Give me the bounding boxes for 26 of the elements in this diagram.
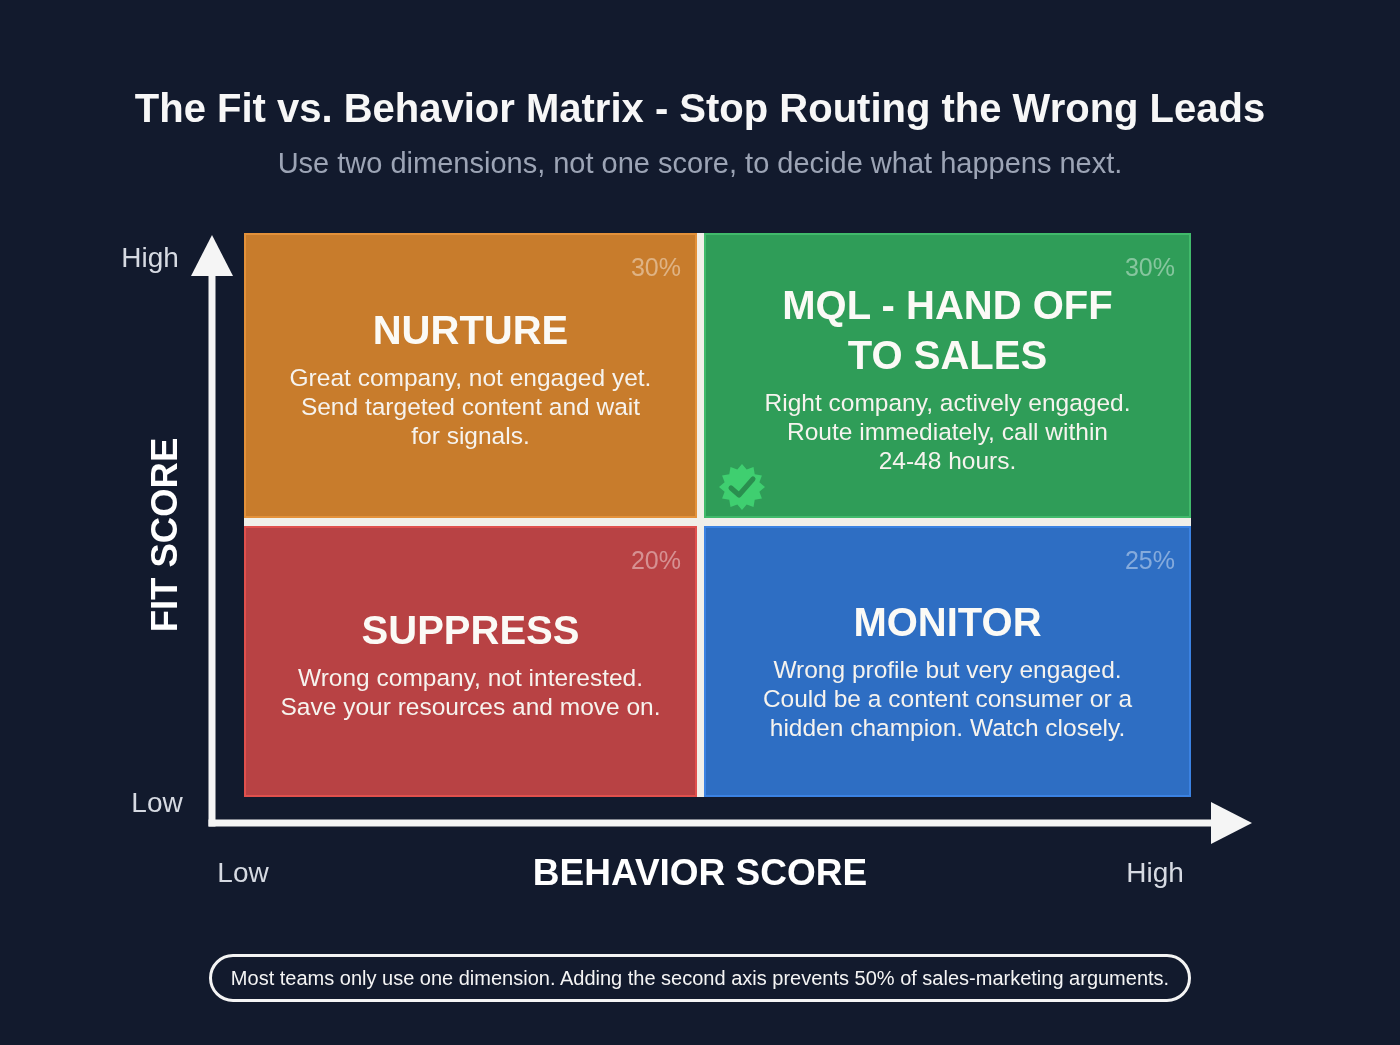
axis-title: BEHAVIOR SCORE <box>532 852 868 894</box>
axis-end-label: High <box>1126 857 1184 889</box>
quadrant-panel <box>704 526 1191 797</box>
axis-title: FIT SCORE <box>144 437 186 633</box>
subtitle: Use two dimensions, not one score, to decide what happens next. <box>277 146 1123 180</box>
note-panel <box>209 954 1191 1002</box>
quadrant-heading: MQL - HAND OFF TO SALES <box>781 282 1114 379</box>
note-text: Most teams only use one dimension. Adding the second axis prevents 50% of sales-marketing arguments. <box>230 966 1170 990</box>
quadrant-heading: MONITOR <box>853 599 1042 646</box>
axis-end-label: High <box>121 242 179 274</box>
percentage-label: 30% <box>630 252 681 282</box>
axis-end-label: Low <box>131 787 183 819</box>
quadrant-description: Wrong profile but very engaged. Could be a content consumer or a hidden champion. Watch closely. <box>761 655 1134 742</box>
percentage-label: 25% <box>1124 545 1175 575</box>
quadrant-description: Wrong company, not interested. Save your resources and move on. <box>279 663 662 721</box>
title: The Fit vs. Behavior Matrix - Stop Routing the Wrong Leads <box>134 85 1266 131</box>
axis-end-label: Low <box>217 857 269 889</box>
quadrant-panel <box>704 233 1191 518</box>
quadrant-heading: NURTURE <box>372 307 569 354</box>
quadrant-heading: SUPPRESS <box>361 607 580 654</box>
percentage-label: 30% <box>1124 252 1175 282</box>
quadrant-description: Right company, actively engaged. Route immediately, call within 24-48 hours. <box>763 388 1132 475</box>
quadrant-description: Great company, not engaged yet. Send targeted content and wait for signals. <box>288 363 653 450</box>
quadrant-panel <box>244 233 697 518</box>
quadrant-panel <box>244 526 697 797</box>
percentage-label: 20% <box>630 545 681 575</box>
